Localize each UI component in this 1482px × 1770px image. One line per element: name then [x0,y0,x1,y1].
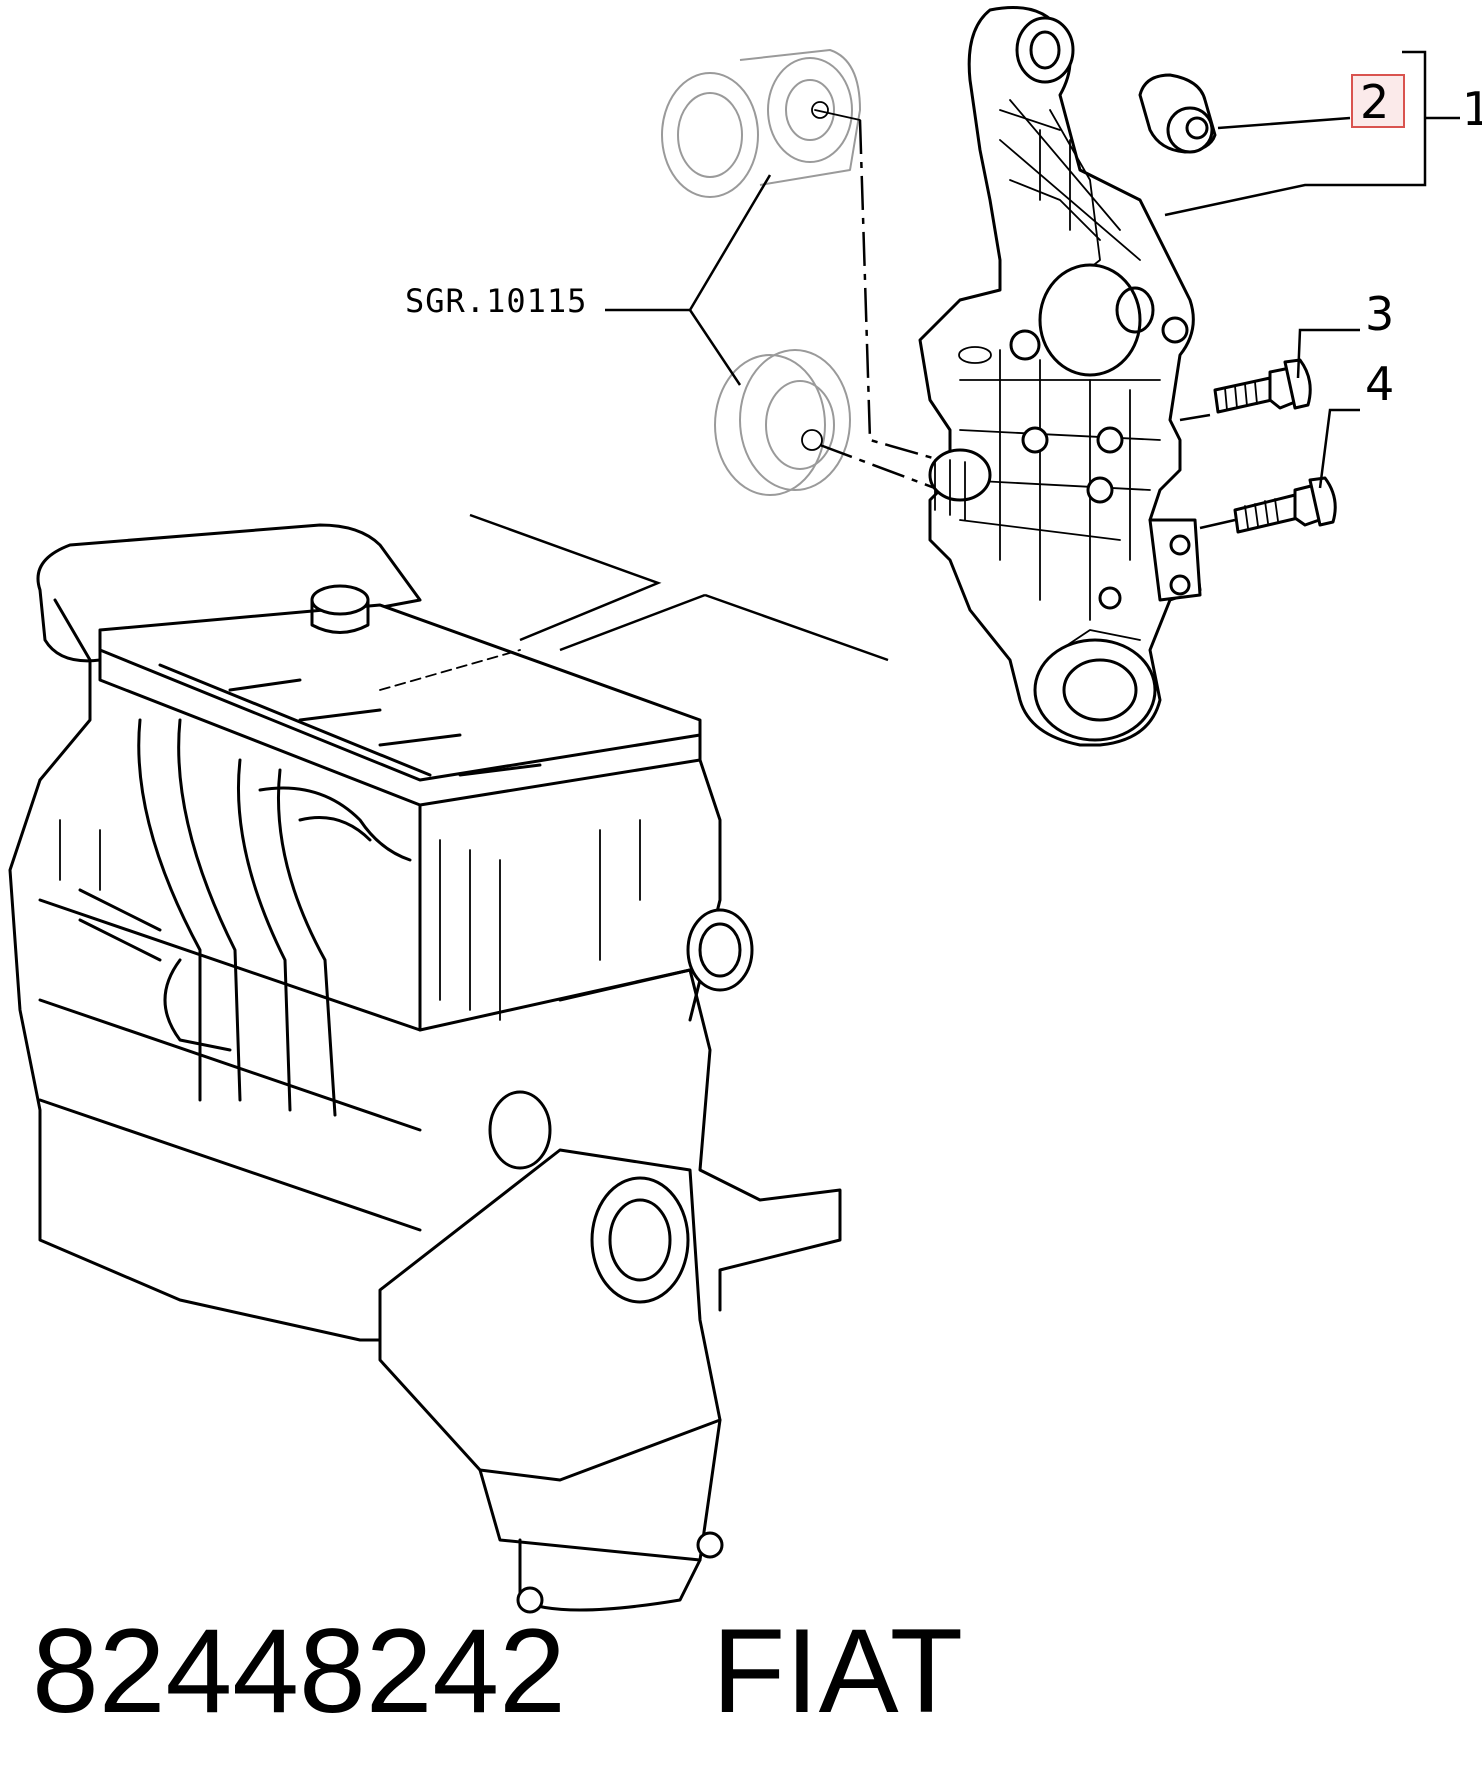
bushing-part [1138,73,1217,154]
tensioner-pulley-assembly [661,49,861,198]
part-number: 82448242 [32,1604,566,1738]
bolt-4 [1233,476,1337,534]
highlight-box [1351,74,1405,128]
idler-pulley [714,349,851,496]
brand-name: FIAT [712,1604,963,1738]
callout-1: 1 [1462,82,1482,136]
callout-4: 4 [1365,357,1394,411]
reference-label: SGR.10115 [405,282,587,320]
engine-block-drawing [8,523,842,1614]
bolt-3 [1213,358,1312,414]
callout-3: 3 [1365,287,1394,341]
reference-leader [605,174,772,386]
idler-axis-line [819,443,941,492]
pulley-axis-line [858,119,941,462]
callout-leaders [1164,50,1460,530]
engine-leader-lines [379,513,889,691]
callout-2: 2 [1360,75,1389,129]
alternator-bracket [918,6,1202,747]
